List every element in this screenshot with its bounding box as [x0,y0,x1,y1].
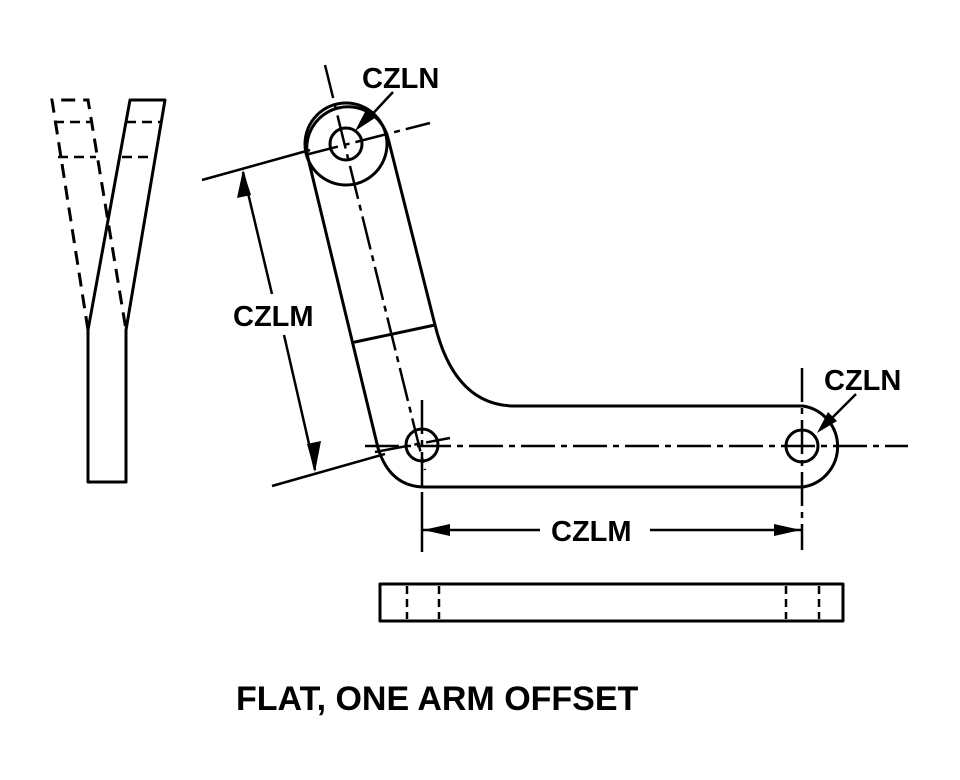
leader-right-hole: CZLN [817,365,901,433]
top-hole-label: CZLN [362,63,439,95]
part-outline [305,105,840,489]
side-view-arm-solid [86,98,167,332]
right-hole-label: CZLN [824,365,901,397]
side-view-arm-phantom [50,98,128,331]
leader-top-hole: CZLN [355,63,439,131]
leader-arrowhead [817,412,837,433]
top-boss-circle [303,101,389,187]
arm-centerline [323,64,427,471]
side-view-base [86,328,128,484]
arm-length-label: CZLM [233,301,314,333]
extension-line-top [201,148,311,182]
leader-arrowhead [355,110,375,131]
arrowhead-down [307,441,321,472]
base-length-label: CZLM [551,516,632,548]
leader-line [831,393,857,419]
top-hole-cross-centerline [304,121,431,157]
edge-view-outline [378,582,845,623]
edge-view [378,582,845,623]
left-hole-cross-centerline [374,436,451,454]
drawing-title: FLAT, ONE ARM OFFSET [236,680,639,718]
arrowhead-right [774,524,801,536]
side-view-bent [50,98,167,484]
arrowhead-left [423,524,450,536]
dimension-base-length: CZLM [420,495,802,552]
bend-line [353,323,437,344]
arrowhead-up [237,170,251,198]
extension-line-bottom [271,452,386,488]
dimension-arm-length: CZLM [201,148,386,488]
plan-view [303,64,908,550]
top-hole [328,126,364,162]
